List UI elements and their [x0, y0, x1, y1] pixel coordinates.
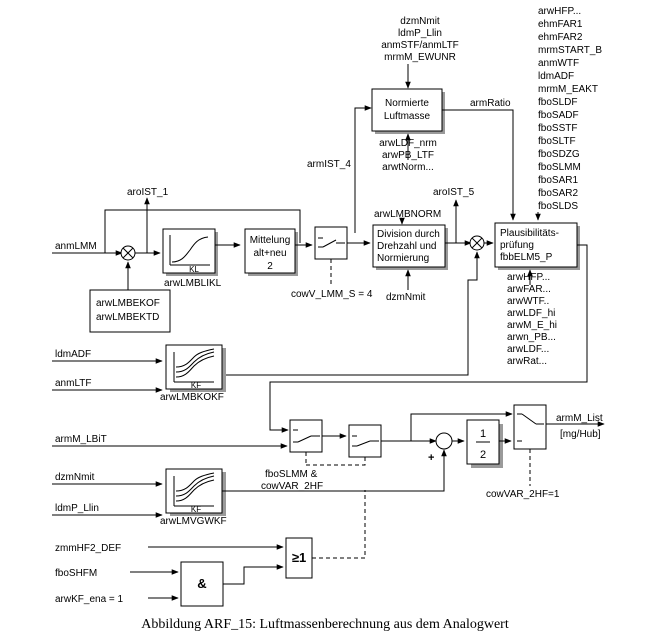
kl-curve-icon	[171, 236, 209, 263]
kl-axes-icon	[169, 235, 210, 266]
kf2-input-2: ldmP_Llin	[55, 503, 99, 514]
plaus-input: ehmFAR2	[538, 32, 583, 43]
plaus-param: arwLDF...	[507, 344, 549, 355]
kf2-input-1: dzmNmit	[55, 472, 95, 483]
norm-input-4: mrmM_EWUNR	[384, 52, 456, 63]
plaus-param: arwFAR...	[507, 284, 551, 295]
output-label: armM_List	[556, 413, 603, 424]
norm-title-2: Luftmasse	[384, 111, 431, 122]
div-line-1: Division durch	[377, 229, 440, 240]
half-num: 1	[480, 428, 486, 440]
plaus-param: arwRat...	[507, 356, 547, 367]
kf2-map-icon	[173, 472, 215, 507]
kf1-label: KF	[191, 381, 201, 390]
plaus-input: fboSLDF	[538, 97, 577, 108]
div-line-3: Normierung	[377, 253, 429, 264]
mittel-line-1: Mittelung	[250, 235, 291, 246]
plaus-title-2: prüfung	[500, 240, 534, 251]
half-den: 2	[480, 449, 486, 461]
plaus-input: fboSAR2	[538, 188, 578, 199]
sum-junction	[435, 432, 453, 450]
armm-lbit-label: armM_LBiT	[55, 434, 107, 445]
logic-input-1: zmmHF2_DEF	[55, 543, 121, 554]
plaus-param: arwWTF..	[507, 296, 549, 307]
plaus-param-labels: arwHFP... arwFAR... arwWTF.. arwLDF_hi a…	[507, 272, 557, 367]
offset-param-2: arwLMBEKTD	[96, 312, 159, 323]
plaus-input: fboSAR1	[538, 175, 578, 186]
plaus-title-1: Plausibilitäts-	[500, 228, 559, 239]
output-unit: [mg/Hub]	[560, 429, 601, 440]
mittel-line-3: 2	[267, 261, 273, 272]
norm-input-labels: dzmNmit ldmP_Llin anmSTF/anmLTF mrmM_EWU…	[381, 16, 459, 63]
and-gate	[180, 561, 224, 607]
plaus-param: arwHFP...	[507, 272, 550, 283]
plaus-param: arwM_E_hi	[507, 320, 557, 331]
norm-param-2: arwPB_LTF	[382, 150, 434, 161]
sw-ctrl-1: fboSLMM &	[265, 469, 318, 480]
output-switch	[513, 404, 547, 450]
kf1-map-icon	[173, 348, 215, 383]
and-gate-label: &	[197, 576, 206, 591]
plaus-input: fboSLTF	[538, 136, 576, 147]
kf2-label: KF	[191, 505, 201, 514]
div-line-2: Drehzahl und	[377, 241, 436, 252]
plaus-input: mrmSTART_B	[538, 45, 602, 56]
figure-caption: Abbildung ARF_15: Luftmassenberechnung a…	[141, 617, 509, 632]
mittelung-block	[244, 228, 296, 274]
or-gate	[285, 537, 313, 579]
kf1-input-1: ldmADF	[55, 349, 91, 360]
aroist1-label: aroIST_1	[127, 187, 169, 198]
kf2-name: arwLMVGWKF	[160, 516, 227, 527]
logic-input-2: fboSHFM	[55, 568, 97, 579]
plaus-input: ehmFAR1	[538, 19, 583, 30]
or-gate-label: ≥1	[292, 550, 306, 565]
plaus-input: fboSADF	[538, 110, 579, 121]
kl-curve-block	[162, 228, 216, 274]
norm-input-1: dzmNmit	[400, 16, 440, 27]
plaus-input: arwHFP...	[538, 6, 581, 17]
armratio-label: armRatio	[470, 98, 511, 109]
plaus-input: mrmM_EAKT	[538, 84, 598, 95]
kl-name: arwLMBLIKL	[164, 278, 222, 289]
sw-ctrl-2: cowVAR_2HF	[261, 481, 323, 492]
normierte-luftmasse-block	[371, 88, 443, 132]
kf1-name: arwLMBKOKF	[160, 392, 224, 403]
norm-input-2: ldmP_Llin	[398, 28, 442, 39]
offset-param-1: arwLMBEKOF	[96, 298, 160, 309]
norm-input-3: anmSTF/anmLTF	[381, 40, 459, 51]
div-input-label: dzmNmit	[386, 292, 426, 303]
switch1-ctrl-label: cowV_LMM_S = 4	[291, 289, 373, 300]
out-ctrl-label: cowVAR_2HF=1	[486, 489, 560, 500]
anmlmm-label: anmLMM	[55, 241, 97, 252]
armist4-label: armIST_4	[307, 159, 351, 170]
aroist5-label: aroIST_5	[433, 187, 475, 198]
norm-param-1: arwLDF_nrm	[379, 138, 437, 149]
plaus-param: arwn_PB...	[507, 332, 556, 343]
division-block	[372, 224, 446, 268]
norm-param-3: arwtNorm...	[382, 162, 434, 173]
plaus-input-labels: arwHFP... ehmFAR1 ehmFAR2 mrmSTART_B anm…	[538, 6, 602, 212]
sum-sign: +	[428, 452, 434, 464]
offset-param-block	[89, 289, 171, 333]
plaus-input: fboSLMM	[538, 162, 581, 173]
plaus-input: ldmADF	[538, 71, 574, 82]
plaus-input: fboSLDS	[538, 201, 578, 212]
div-param-label: arwLMBNORM	[374, 209, 441, 220]
logic-input-3: arwKF_ena = 1	[55, 594, 124, 605]
kl-label: KL	[189, 265, 199, 274]
mittel-line-2: alt+neu	[253, 248, 286, 259]
norm-title-1: Normierte	[385, 98, 429, 109]
plaus-input: fboSSTF	[538, 123, 577, 134]
kf1-input-2: anmLTF	[55, 378, 92, 389]
plaus-input: anmWTF	[538, 58, 579, 69]
plaus-param: arwLDF_hi	[507, 308, 555, 319]
plaus-title-3: fbbELM5_P	[500, 252, 553, 263]
plaus-input: fboSDZG	[538, 149, 580, 160]
